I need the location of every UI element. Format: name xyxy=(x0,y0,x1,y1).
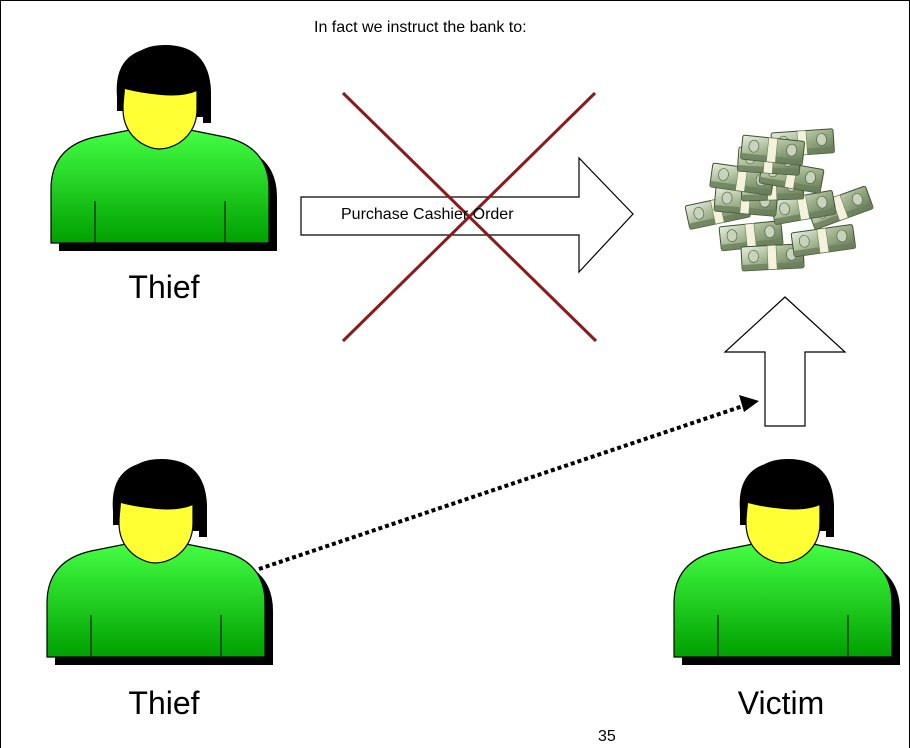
victim-label: Victim xyxy=(737,685,825,721)
thief-top-label: Thief xyxy=(128,269,200,305)
thief-bottom-label: Thief xyxy=(128,685,200,721)
dotted-arrow-line xyxy=(258,403,747,571)
thief-bottom-person-icon xyxy=(46,458,274,666)
page-number: 35 xyxy=(598,728,616,745)
victim-person-icon xyxy=(673,458,901,666)
dotted-arrow-head xyxy=(739,395,759,412)
instruction-arrow-label: Purchase Cashier Order xyxy=(341,206,514,223)
cross-line-2 xyxy=(341,91,597,343)
money-stack-icon xyxy=(684,128,874,272)
thief-top-person-icon xyxy=(50,44,278,252)
up-arrow xyxy=(723,296,847,427)
slide-title: In fact we instruct the bank to: xyxy=(314,19,527,36)
